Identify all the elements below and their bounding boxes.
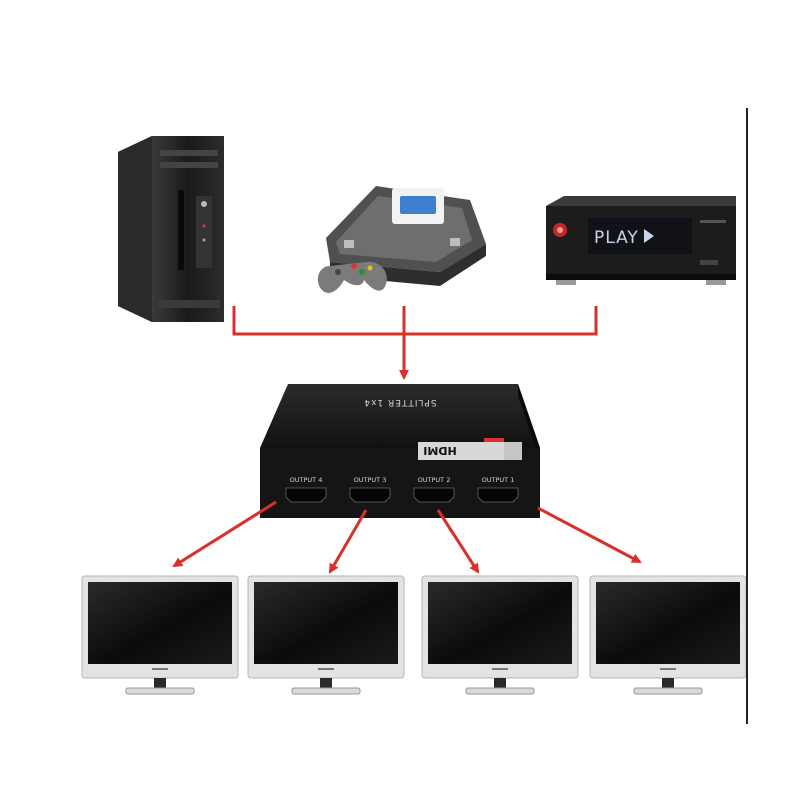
- monitor-icon: [247, 575, 405, 695]
- output-port-4: OUTPUT 4: [285, 476, 327, 503]
- hdmi-port-icon: [285, 487, 327, 503]
- output-port-label: OUTPUT 4: [290, 476, 323, 484]
- output-arrow-3: [328, 509, 368, 574]
- source-arrows: [232, 306, 598, 380]
- monitor-icon: [589, 575, 747, 695]
- output-port-label: OUTPUT 2: [418, 476, 451, 484]
- splitter-output-ports: OUTPUT 4 OUTPUT 3 OUTPUT 2 OUTPUT 1: [285, 476, 519, 503]
- monitor-icon: [421, 575, 579, 695]
- source-bus-line: [232, 306, 598, 336]
- display-row: [81, 575, 747, 695]
- output-port-1: OUTPUT 1: [477, 476, 519, 503]
- pc-tower-icon: [118, 136, 224, 322]
- output-arrow-1: [537, 506, 642, 564]
- hdmi-splitter-icon: SPLITTER 1x4 HDMI: [260, 384, 540, 518]
- output-port-label: OUTPUT 1: [482, 476, 515, 484]
- output-port-3: OUTPUT 3: [349, 476, 391, 503]
- media-player-icon: PLAY: [546, 196, 736, 285]
- hdmi-port-icon: [413, 487, 455, 503]
- hdmi-logo: HDMI: [418, 438, 522, 460]
- hdmi-port-icon: [349, 487, 391, 503]
- output-arrow-4: [172, 500, 277, 568]
- hdmi-logo-text: HDMI: [423, 444, 456, 457]
- image-edge-line: [746, 108, 748, 724]
- player-screen-text: PLAY: [594, 228, 639, 248]
- monitor-icon: [81, 575, 239, 695]
- output-port-2: OUTPUT 2: [413, 476, 455, 503]
- hdmi-port-icon: [477, 487, 519, 503]
- splitter-title: SPLITTER 1x4: [363, 397, 436, 407]
- game-console-icon: [317, 186, 486, 293]
- output-arrow-2: [436, 509, 480, 574]
- output-port-label: OUTPUT 3: [354, 476, 387, 484]
- output-arrows: [172, 500, 642, 574]
